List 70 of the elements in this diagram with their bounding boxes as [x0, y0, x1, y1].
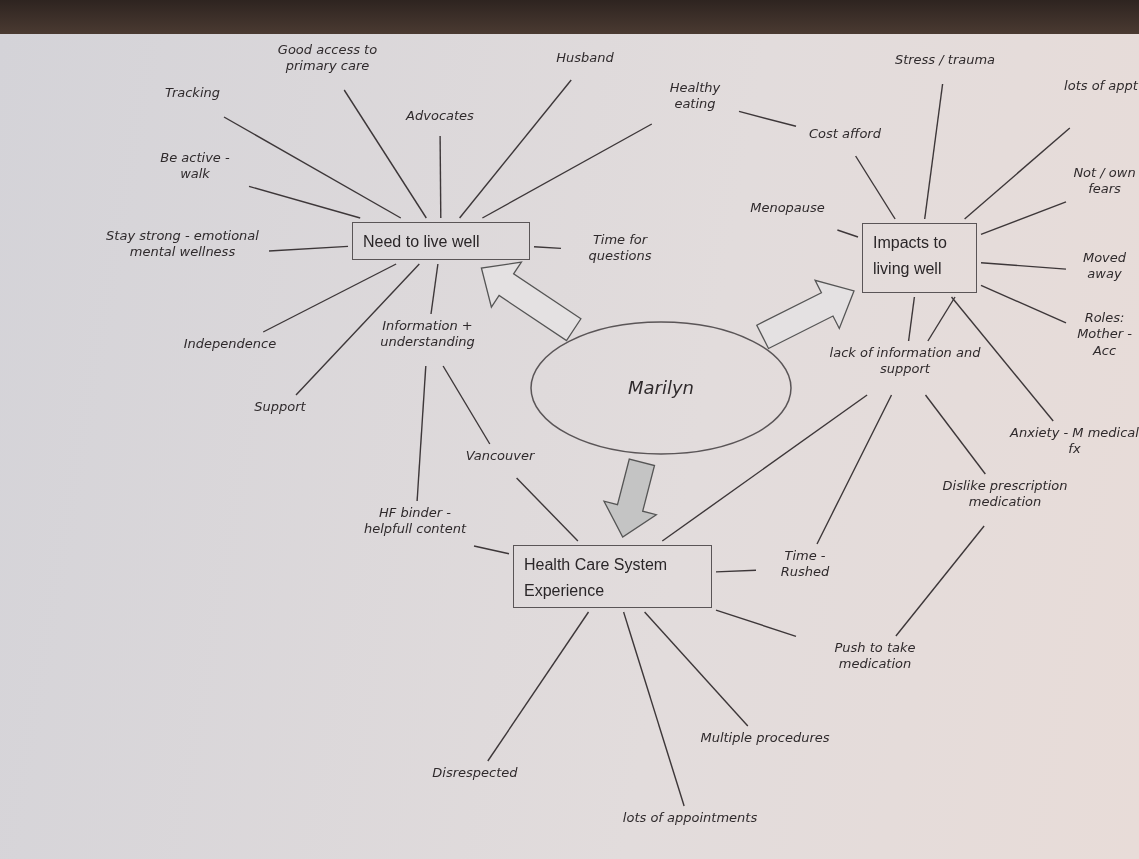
connector-line	[963, 127, 1071, 220]
block-arrow	[602, 458, 658, 538]
handwritten-note: lack of information and support	[820, 345, 990, 391]
handwritten-note: Advocates	[395, 108, 485, 132]
connector-line	[515, 477, 579, 542]
handwritten-note: Dislike prescription medication	[925, 478, 1085, 522]
handwritten-note: lots of appt	[1063, 78, 1139, 124]
connector-line	[738, 110, 797, 127]
handwritten-note: Time - Rushed	[760, 548, 850, 588]
handwritten-note: Push to take medication	[800, 640, 950, 684]
connector-line	[262, 263, 397, 333]
connector-line	[924, 394, 986, 475]
handwritten-note: Time for questions	[565, 232, 675, 272]
connector-line	[661, 394, 868, 542]
connector-line	[248, 185, 361, 219]
connector-line	[980, 262, 1067, 270]
connector-line	[622, 611, 685, 807]
block-arrow	[480, 261, 582, 342]
connector-line	[430, 263, 439, 315]
connector-line	[223, 116, 402, 219]
connector-line	[816, 394, 893, 545]
handwritten-note: HF binder - helpfull content	[360, 505, 470, 561]
handwritten-note: Roles: Mother - Acc	[1070, 310, 1139, 370]
connector-line	[980, 201, 1067, 236]
handwritten-note: Be active - walk	[145, 150, 245, 192]
connector-line	[854, 155, 896, 220]
handwritten-note: Menopause	[740, 200, 835, 226]
handwritten-note: Stress / trauma	[885, 52, 1005, 80]
handwritten-note: Healthy eating	[655, 80, 735, 120]
handwritten-note: Tracking	[150, 85, 235, 113]
handwritten-note: Moved away	[1070, 250, 1139, 294]
handwritten-note: Disrespected	[420, 765, 530, 795]
handwritten-note: Support	[245, 399, 315, 425]
connector-line	[836, 229, 859, 238]
handwritten-note: Good access to primary care	[265, 42, 390, 86]
handwritten-note: Vancouver	[450, 448, 550, 474]
connector-line	[907, 296, 916, 342]
handwritten-note: Anxiety - M medical fx	[1010, 425, 1139, 469]
connector-line	[980, 284, 1067, 324]
handwritten-note: Multiple procedures	[670, 730, 860, 760]
node-label: Marilyn	[628, 376, 694, 400]
connector-line	[895, 525, 985, 637]
connector-line	[295, 263, 420, 396]
connector-line	[473, 545, 510, 555]
handwritten-note: Not / own fears	[1070, 165, 1139, 209]
connector-line	[715, 569, 757, 573]
connector-line	[416, 365, 427, 502]
topic-box: Need to live well	[352, 222, 530, 260]
topic-box: Health Care System Experience	[513, 545, 712, 608]
connector-line	[927, 296, 956, 342]
topic-box: Impacts to living well	[862, 223, 977, 293]
connector-line	[458, 79, 572, 219]
connector-line	[643, 611, 749, 727]
connector-line	[715, 609, 797, 637]
handwritten-note: Cost afford	[800, 126, 890, 152]
block-arrow	[755, 279, 855, 350]
connector-line	[439, 135, 442, 219]
connector-line	[268, 245, 349, 252]
connector-line	[533, 246, 562, 250]
handwritten-note: Information + understanding	[360, 318, 495, 362]
handwritten-note: Independence	[170, 336, 290, 362]
connector-line	[481, 123, 653, 219]
connector-line	[487, 611, 590, 762]
handwritten-note: Husband	[545, 50, 625, 76]
handwritten-note: lots of appointments	[595, 810, 785, 840]
connector-line	[950, 296, 1054, 422]
connector-line	[442, 365, 491, 445]
handwritten-note: Stay strong - emotional mental wellness	[100, 228, 265, 284]
connector-line	[924, 83, 944, 220]
connector-line	[343, 89, 427, 219]
